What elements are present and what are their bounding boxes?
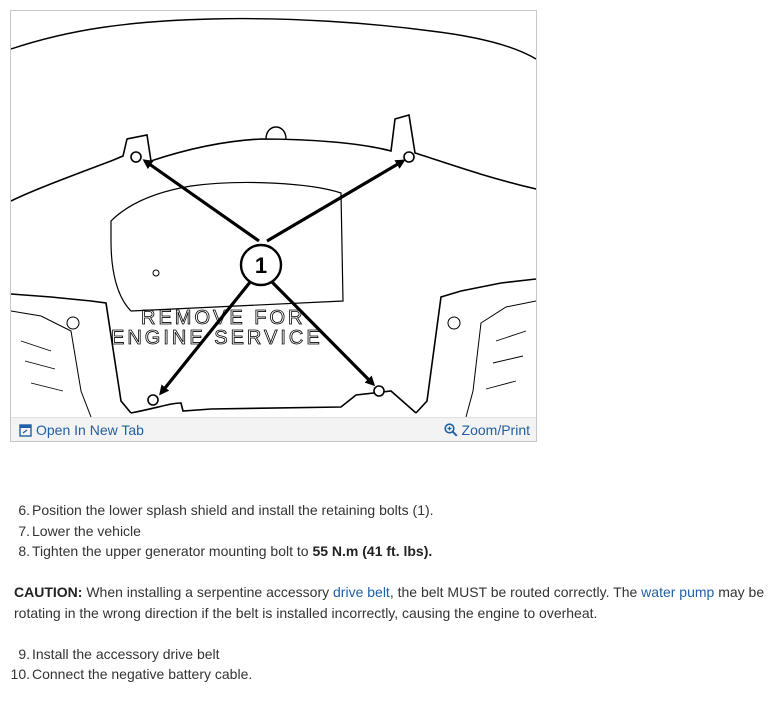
service-figure: REMOVE FOR ENGINE SERVICE 1 Open In New … (10, 10, 537, 442)
torque-spec: 55 N.m (41 ft. lbs). (312, 543, 433, 559)
open-new-tab-label: Open In New Tab (36, 422, 144, 438)
step-text: Install the accessory drive belt (32, 645, 220, 662)
zoom-print-label: Zoom/Print (461, 422, 530, 438)
caution-text: When installing a serpentine accessory (82, 584, 334, 600)
step-7: 7.Lower the vehicle (10, 521, 772, 542)
step-number: 9. (18, 645, 30, 662)
caution-note: CAUTION: When installing a serpentine ac… (10, 582, 772, 623)
caution-text: , the belt MUST be routed correctly. The (389, 584, 642, 600)
caution-text: may be rotating in the wrong direction i… (14, 584, 765, 621)
step-text: Connect the negative battery cable. (32, 666, 253, 682)
callout-circle (239, 243, 283, 287)
open-new-tab-link[interactable]: Open In New Tab (19, 421, 144, 439)
step-8: 8.Tighten the upper generator mounting b… (10, 541, 772, 562)
figure-toolbar: Open In New Tab Zoom/Print (11, 417, 536, 441)
open-in-new-tab-icon (19, 424, 32, 437)
stencil-line-2: ENGINE SERVICE (111, 327, 323, 349)
splash-shield-diagram: REMOVE FOR ENGINE SERVICE 1 (11, 17, 536, 417)
caution-label: CAUTION: (14, 584, 83, 600)
step-text: Position the lower splash shield and ins… (32, 502, 434, 518)
step-number: 7. (18, 522, 30, 539)
step-number: 6. (18, 502, 30, 518)
step-9: 9.Install the accessory drive belt (10, 644, 772, 665)
water-pump-link[interactable]: water pump (641, 584, 715, 600)
step-10: 10.Connect the negative battery cable. (10, 664, 772, 685)
callout-number: 1 (255, 253, 267, 278)
step-number: 8. (18, 543, 30, 559)
procedure-text: 6.Position the lower splash shield and i… (10, 500, 772, 685)
step-text: Lower the vehicle (32, 522, 141, 539)
step-6: 6.Position the lower splash shield and i… (10, 500, 772, 521)
zoom-print-link[interactable]: Zoom/Print (443, 421, 530, 439)
step-number: 10. (10, 666, 30, 682)
drive-belt-link[interactable]: drive belt (333, 584, 390, 600)
step-text: Tighten the upper generator mounting bol… (32, 543, 313, 559)
zoom-magnifier-icon (443, 423, 458, 437)
